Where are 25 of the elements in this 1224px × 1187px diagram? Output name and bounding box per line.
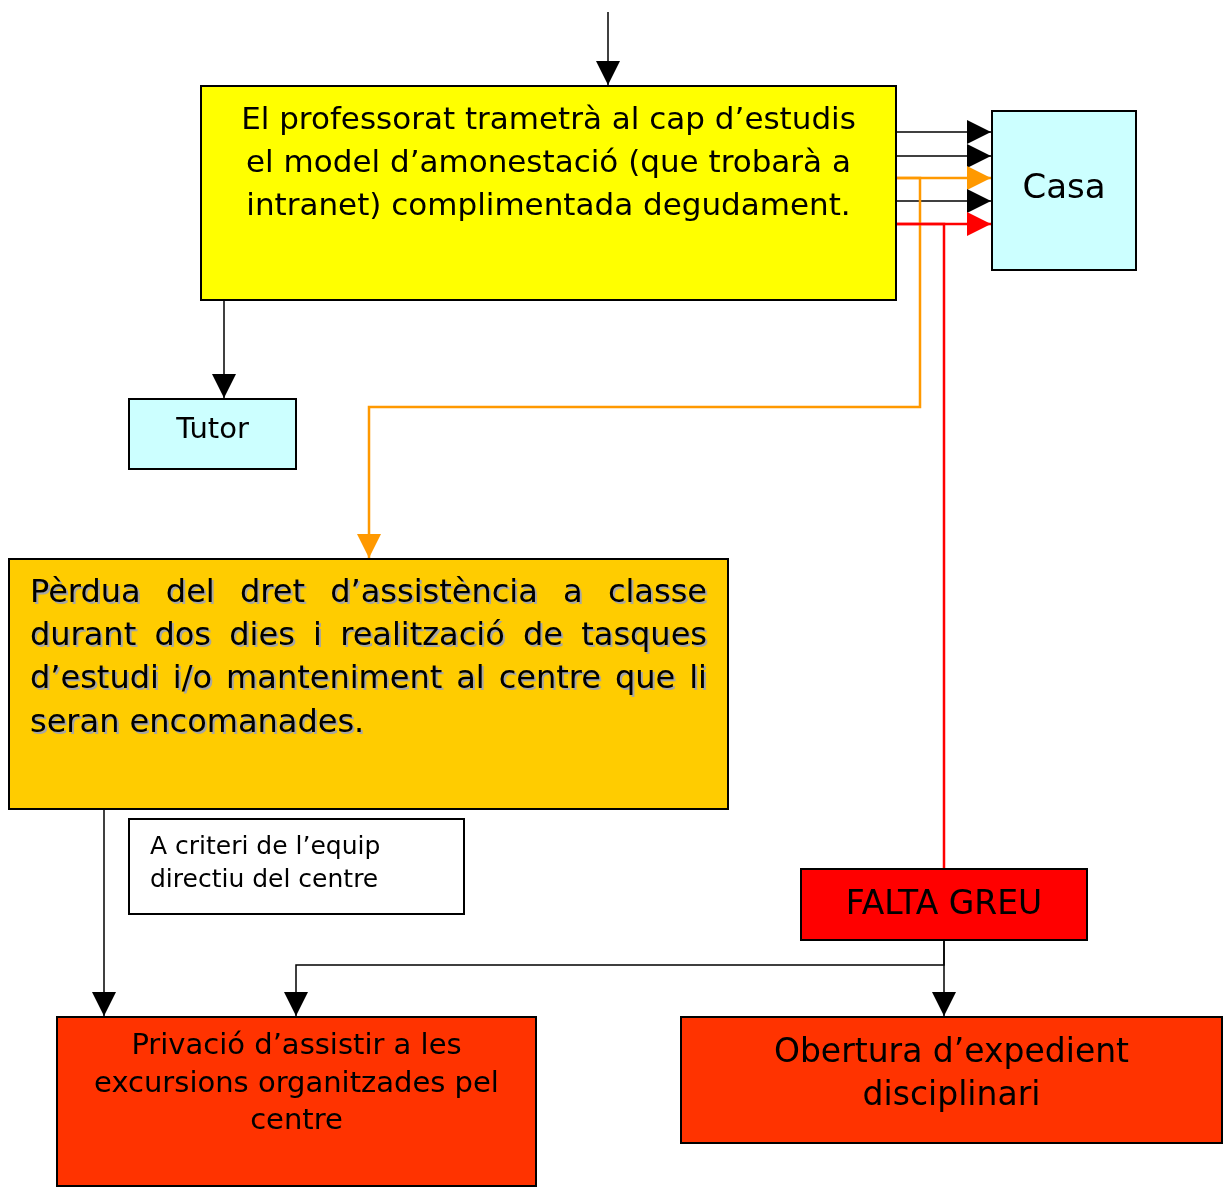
process-box (128, 398, 297, 470)
arrow (896, 144, 992, 168)
destination-box (991, 110, 1137, 271)
process-box (200, 85, 897, 301)
arrow (357, 176, 922, 558)
box-text: Obertura d’expedient disciplinari (772, 1030, 1131, 1115)
arrow (896, 189, 992, 213)
box-text: Privació d’assistir a les excursions organitzades pel centre (93, 1026, 500, 1139)
box-text: Pèrdua del dret d’assistència a classe durant dos dies i realització de tasques d’estudi i/o manteniment al centre que li seran encomanades. (30, 571, 707, 742)
sanction-box (8, 558, 729, 810)
box-text: El professorat trametrà al cap d’estudis el model d’amonestació (que trobarà a intranet) complimentada degudament. (240, 99, 857, 224)
arrow (932, 940, 956, 1017)
box-label: Tutor (175, 410, 250, 447)
severity-box (800, 868, 1088, 941)
note-box (128, 818, 465, 915)
sanction-box (680, 1016, 1223, 1144)
box-text: A criteri de l’equip directiu del centre (150, 830, 382, 895)
connector-line (897, 222, 946, 868)
arrow (596, 11, 620, 86)
arrow (896, 120, 992, 144)
arrow (92, 809, 116, 1017)
arrow (212, 300, 236, 399)
box-text: FALTA GREU (844, 882, 1044, 924)
sanction-box (56, 1016, 537, 1187)
box-label: Casa (1021, 165, 1107, 208)
